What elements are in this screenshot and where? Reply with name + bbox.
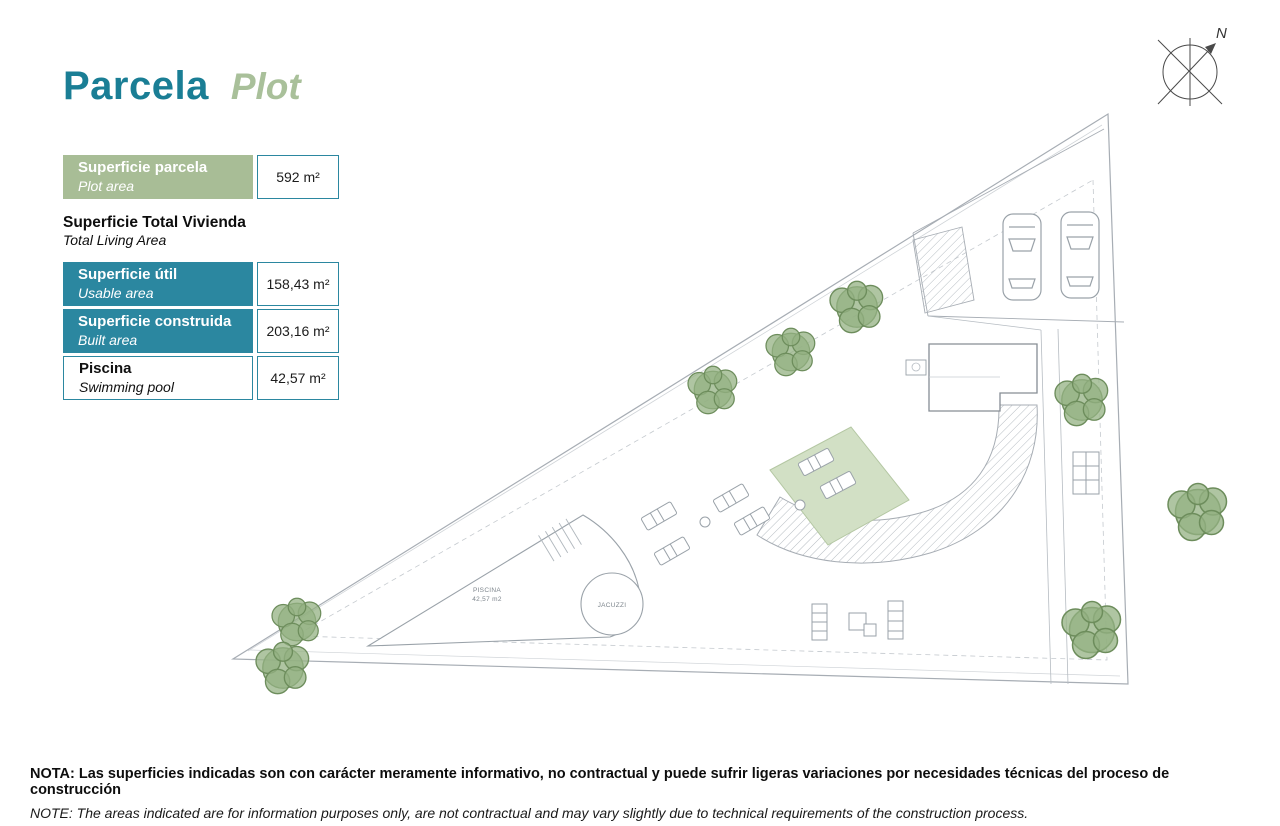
pool-area-value: 42,57 m² bbox=[257, 355, 339, 400]
outdoor-furniture bbox=[811, 600, 904, 641]
built-area-label-cell: Superficie construida Built area bbox=[63, 308, 253, 353]
house bbox=[905, 343, 1038, 412]
compass-icon bbox=[1157, 38, 1223, 106]
table-row-pool: Piscina Swimming pool 42,57 m² bbox=[63, 355, 343, 400]
footer-notes: NOTA: Las superficies indicadas son con … bbox=[30, 766, 1254, 821]
lawn bbox=[769, 426, 910, 546]
tree-icon bbox=[1167, 482, 1228, 542]
note-english: NOTE: The areas indicated are for inform… bbox=[30, 805, 1029, 821]
pool-label-es: Piscina bbox=[79, 359, 132, 377]
area-table: Superficie parcela Plot area 592 m² Supe… bbox=[63, 155, 343, 403]
built-area-label-es: Superficie construida bbox=[78, 312, 232, 330]
tree-icon bbox=[255, 641, 310, 695]
built-area-value: 203,16 m² bbox=[257, 308, 339, 353]
jacuzzi: JACUZZI bbox=[580, 572, 644, 636]
outdoor-table bbox=[1072, 451, 1100, 495]
table-row-usable: Superficie útil Usable area 158,43 m² bbox=[63, 261, 343, 306]
total-living-area-es: Superficie Total Vivienda bbox=[63, 214, 246, 231]
compass-north-label: N bbox=[1216, 25, 1227, 42]
car-icon bbox=[1060, 211, 1100, 299]
pool-label: PISCINA bbox=[473, 587, 501, 594]
plot-area-label-cell: Superficie parcela Plot area bbox=[63, 155, 253, 199]
parking-area bbox=[912, 128, 1125, 323]
pool-area-label-cell: Piscina Swimming pool bbox=[63, 355, 253, 400]
table-row-built: Superficie construida Built area 203,16 … bbox=[63, 308, 343, 353]
jacuzzi-label: JACUZZI bbox=[598, 602, 627, 609]
table-row-plot: Superficie parcela Plot area 592 m² bbox=[63, 155, 343, 199]
total-living-area-header: Superficie Total Vivienda Total Living A… bbox=[63, 213, 343, 250]
usable-area-label-es: Superficie útil bbox=[78, 265, 178, 283]
usable-area-label-en: Usable area bbox=[78, 284, 154, 301]
setback-line bbox=[293, 179, 1108, 661]
title-spanish: Parcela bbox=[63, 64, 209, 108]
sun-loungers bbox=[640, 482, 771, 567]
usable-area-label-cell: Superficie útil Usable area bbox=[63, 261, 253, 306]
plot-area-label-en: Plot area bbox=[78, 177, 135, 194]
note-spanish: NOTA: Las superficies indicadas son con … bbox=[30, 766, 1170, 798]
total-living-area-en: Total Living Area bbox=[63, 232, 167, 249]
pool-area-label: 42,57 m2 bbox=[472, 596, 502, 603]
usable-area-value: 158,43 m² bbox=[257, 261, 339, 306]
title-english: Plot bbox=[230, 66, 301, 107]
page-title: Parcela Plot bbox=[63, 64, 301, 109]
plot-area-value: 592 m² bbox=[257, 155, 339, 199]
built-area-label-en: Built area bbox=[78, 331, 138, 348]
pool-label-en: Swimming pool bbox=[79, 378, 174, 395]
car-icon bbox=[1002, 213, 1042, 301]
plot-area-label-es: Superficie parcela bbox=[78, 158, 208, 176]
